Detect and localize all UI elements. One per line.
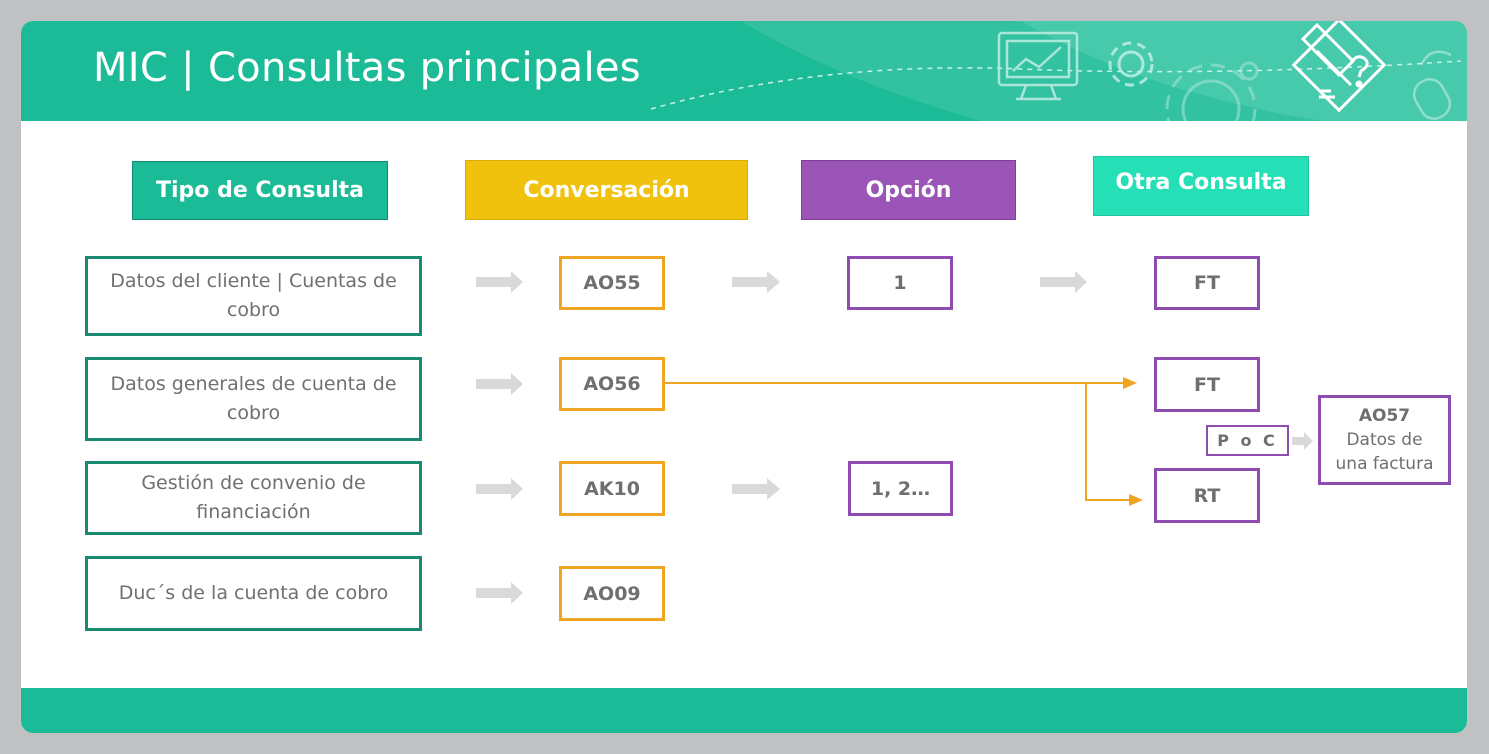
gray-arrow [1040, 271, 1087, 293]
gray-arrow [732, 478, 780, 500]
column-header-opcion: Opción [801, 160, 1016, 220]
page-title: MIC | Consultas principales [93, 45, 641, 91]
gray-arrow [476, 478, 523, 500]
tipo-box-row-4: Duc´s de la cuenta de cobro [85, 556, 422, 631]
gray-arrow [476, 582, 523, 604]
column-header-conversacion: Conversación [465, 160, 748, 220]
gear-icon [1108, 41, 1154, 87]
poc-box: P o C [1206, 425, 1289, 456]
tipo-box-row-3: Gestión de convenio de financiación [85, 461, 422, 535]
gray-arrow [1292, 432, 1313, 450]
header-decoration [650, 21, 1467, 121]
conversacion-box-ak10: AK10 [559, 461, 665, 516]
otra-box-rt: RT [1154, 468, 1260, 523]
flow-arrows [476, 271, 1313, 604]
otra-box-ft-row-1: FT [1154, 256, 1260, 310]
conversacion-box-ao56: AO56 [559, 357, 665, 411]
document-pencil-icon [1291, 21, 1387, 113]
mouse-icon [1412, 50, 1452, 120]
conversacion-box-ao09: AO09 [559, 566, 665, 621]
conversacion-box-ao55: AO55 [559, 256, 665, 310]
opcion-box-row-1: 1 [847, 256, 953, 310]
gray-arrow [732, 271, 780, 293]
column-header-otra: Otra Consulta [1093, 156, 1309, 216]
column-header-tipo: Tipo de Consulta [132, 161, 388, 220]
slide: MIC | Consultas principales Tipo de Cons… [21, 21, 1467, 733]
large-gear-icon [1165, 61, 1259, 121]
ao57-code: AO57 [1358, 406, 1411, 426]
gray-arrow [476, 373, 523, 395]
orange-connector-rt [1085, 383, 1143, 506]
footer-bar [21, 688, 1467, 733]
opcion-box-row-3: 1, 2… [848, 461, 953, 516]
ao57-box: AO57 Datos de una factura [1318, 395, 1451, 485]
tipo-box-row-1: Datos del cliente | Cuentas de cobro [85, 256, 422, 336]
gray-arrow [476, 271, 523, 293]
ao57-description: Datos de una factura [1335, 430, 1434, 474]
header-banner: MIC | Consultas principales [21, 21, 1467, 121]
monitor-icon [997, 31, 1079, 101]
otra-box-ft-row-2: FT [1154, 357, 1260, 412]
tipo-box-row-2: Datos generales de cuenta de cobro [85, 357, 422, 441]
